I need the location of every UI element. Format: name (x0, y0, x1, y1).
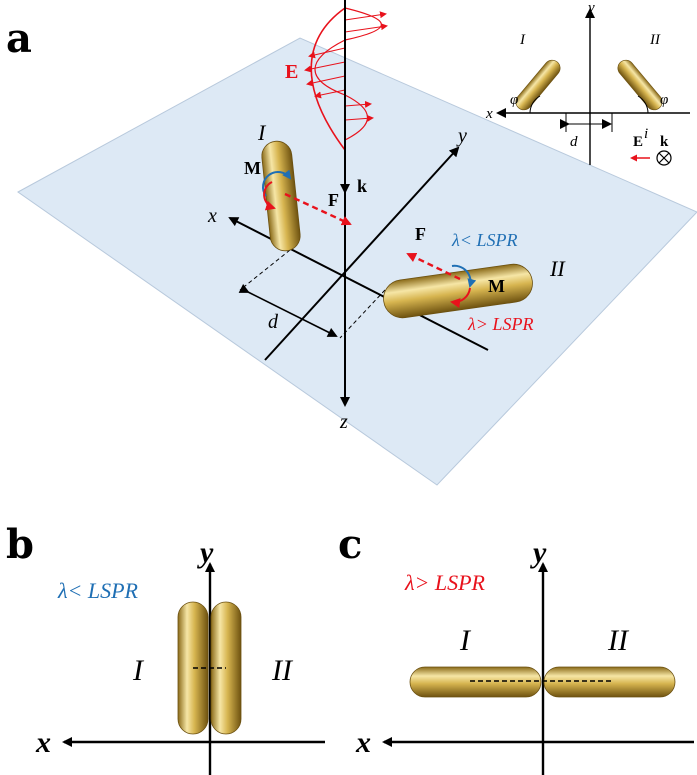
inset-cross-2 (658, 152, 670, 164)
inset-field-label: E (633, 134, 643, 150)
moment-II-label: M (488, 276, 505, 296)
inset-wave-label: k (660, 134, 669, 150)
rod-I-label: I (257, 120, 267, 145)
axis-x-label: x (207, 205, 217, 227)
inset-distance-label: d (570, 134, 578, 150)
force-arrow-I (284, 192, 352, 226)
distance-guide-1 (239, 249, 291, 291)
panel-b-rod-II-label: II (271, 654, 294, 687)
distance-guide-2 (339, 289, 386, 339)
inset-rod-I (515, 59, 561, 111)
inset-rod-II-label: II (649, 32, 661, 48)
inset-angle-left: φ (510, 92, 518, 108)
inset-axis-x-label: x (485, 106, 493, 122)
distance-arrow (238, 283, 338, 337)
panel-c-rod-II-label: II (607, 624, 630, 657)
moment-blue-arrow-II (451, 264, 477, 288)
panel-c-rod-I-label: I (459, 624, 472, 657)
lambda-greater-label: λ> LSPR (467, 314, 533, 334)
moment-blue-arrow-I (262, 169, 292, 197)
inset-angle-arc-right (637, 95, 649, 114)
axis-z-label: z (339, 411, 348, 433)
inset-angle-arc-left (529, 95, 541, 114)
panel-b-axis-x-label: x (35, 726, 51, 759)
inset-field-sup: i (644, 126, 648, 142)
panel-b-condition: λ< LSPR (57, 578, 139, 603)
inset-diagram: y x I II φ φ d E i k (485, 0, 690, 166)
substrate-plane (17, 37, 697, 486)
axis-y-label: y (456, 125, 467, 147)
panel-b-axis-y-label: y (197, 536, 214, 569)
inset-angle-right: φ (660, 92, 668, 108)
distance-d-label: d (268, 311, 279, 333)
panel-c-condition: λ> LSPR (404, 570, 486, 595)
lambda-less-label: λ< LSPR (451, 230, 517, 250)
moment-red-arrow-I (263, 181, 276, 211)
nanorod-I (261, 140, 301, 252)
incident-wave (304, 7, 388, 151)
panel-b-label: b (6, 521, 34, 568)
inset-rod-I-label: I (519, 32, 526, 48)
k-label: k (357, 176, 367, 196)
panel-c-rod-II (543, 666, 676, 698)
panel-c-label: c (338, 521, 362, 568)
moment-red-arrow-II (450, 287, 471, 309)
force-I-label: F (328, 190, 339, 210)
field-e-label: E (285, 61, 298, 83)
force-II-label: F (415, 224, 426, 244)
rod-II-label: II (549, 256, 566, 281)
nanorod-II (383, 263, 533, 319)
inset-axis-y-label: y (586, 0, 595, 16)
inset-rod-II (617, 59, 663, 111)
panel-c-rod-I (409, 666, 542, 698)
panel-c-axis-x-label: x (355, 726, 371, 759)
panel-a-label: a (6, 15, 32, 62)
moment-I-label: M (244, 158, 261, 178)
panel-b-rod-I-label: I (132, 654, 145, 687)
panel-c-axis-y-label: y (530, 536, 547, 569)
